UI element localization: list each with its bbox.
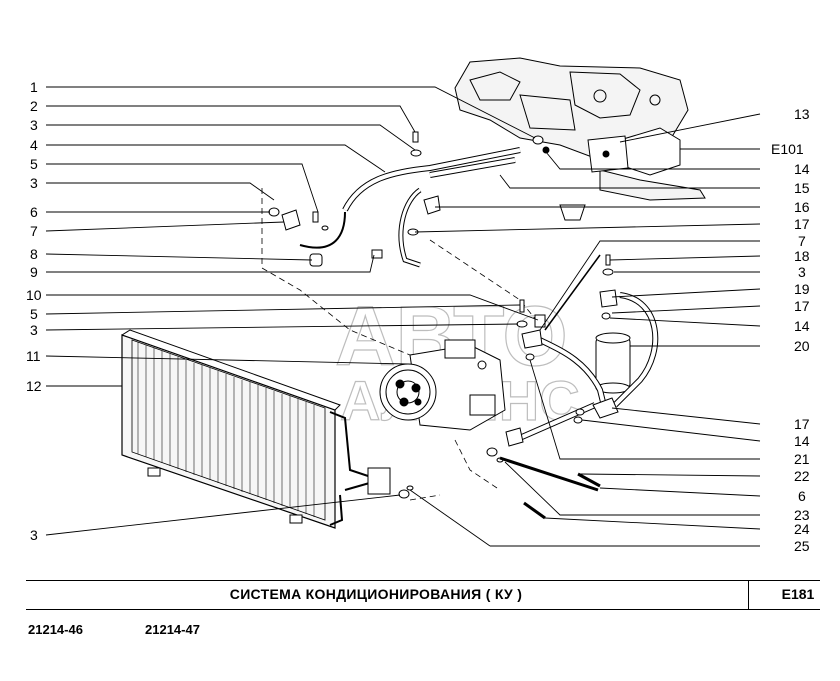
right-callouts: 13 E101 14 15 16 17 7 18 3 19 17 14 20 1…: [771, 106, 810, 554]
callout-3: 3: [30, 527, 38, 543]
model-code-2: 21214-47: [145, 622, 200, 637]
callout-1: 1: [30, 79, 38, 95]
callout-10: 10: [26, 287, 42, 303]
receiver-dryer: [595, 332, 631, 394]
title-block: СИСТЕМА КОНДИЦИОНИРОВАНИЯ ( КУ ) E181: [26, 580, 820, 610]
callout-6: 6: [798, 488, 806, 504]
callout-3: 3: [798, 264, 806, 280]
callout-2: 2: [30, 98, 38, 114]
callout-17: 17: [794, 416, 810, 432]
callout-15: 15: [794, 180, 810, 196]
callout-4: 4: [30, 137, 38, 153]
callout-e101: E101: [771, 141, 804, 157]
callout-14: 14: [794, 318, 810, 334]
callout-3: 3: [30, 117, 38, 133]
e101-unit: [587, 127, 681, 176]
callout-7: 7: [798, 233, 806, 249]
callout-18: 18: [794, 248, 810, 264]
left-callouts: 1 2 3 4 5 3 6 7 8 9 10 5 3 11 12 3: [26, 79, 42, 543]
ac-system-diagram: АВТО АЛЬЯНС: [26, 57, 810, 554]
callout-5: 5: [30, 306, 38, 322]
callout-19: 19: [794, 281, 810, 297]
callout-14: 14: [794, 433, 810, 449]
callout-17: 17: [794, 216, 810, 232]
callout-23: 23: [794, 507, 810, 523]
callout-3: 3: [30, 322, 38, 338]
small-parts: [268, 131, 619, 520]
dashed-guides: [261, 188, 541, 501]
condenser: [121, 329, 341, 529]
callout-22: 22: [794, 468, 810, 484]
callout-24: 24: [794, 521, 810, 537]
hoses: [299, 147, 659, 526]
callout-17: 17: [794, 298, 810, 314]
engine-block: [454, 57, 706, 221]
model-code-1: 21214-46: [28, 622, 83, 637]
callout-6: 6: [30, 204, 38, 220]
callout-25: 25: [794, 538, 810, 554]
callout-13: 13: [794, 106, 810, 122]
callout-14: 14: [794, 161, 810, 177]
callout-21: 21: [794, 451, 810, 467]
condenser-fins: [137, 342, 315, 517]
compressor: [379, 339, 506, 431]
callout-9: 9: [30, 264, 38, 280]
page-code: E181: [781, 586, 815, 602]
callout-20: 20: [794, 338, 810, 354]
callout-3: 3: [30, 175, 38, 191]
callout-11: 11: [26, 348, 41, 364]
callout-8: 8: [30, 246, 38, 262]
callout-5: 5: [30, 156, 38, 172]
title-divider: [748, 581, 749, 609]
callout-7: 7: [30, 223, 38, 239]
leader-lines: [45, 86, 761, 547]
page-title: СИСТЕМА КОНДИЦИОНИРОВАНИЯ ( КУ ): [229, 586, 523, 602]
callout-12: 12: [26, 378, 42, 394]
callout-16: 16: [794, 199, 810, 215]
